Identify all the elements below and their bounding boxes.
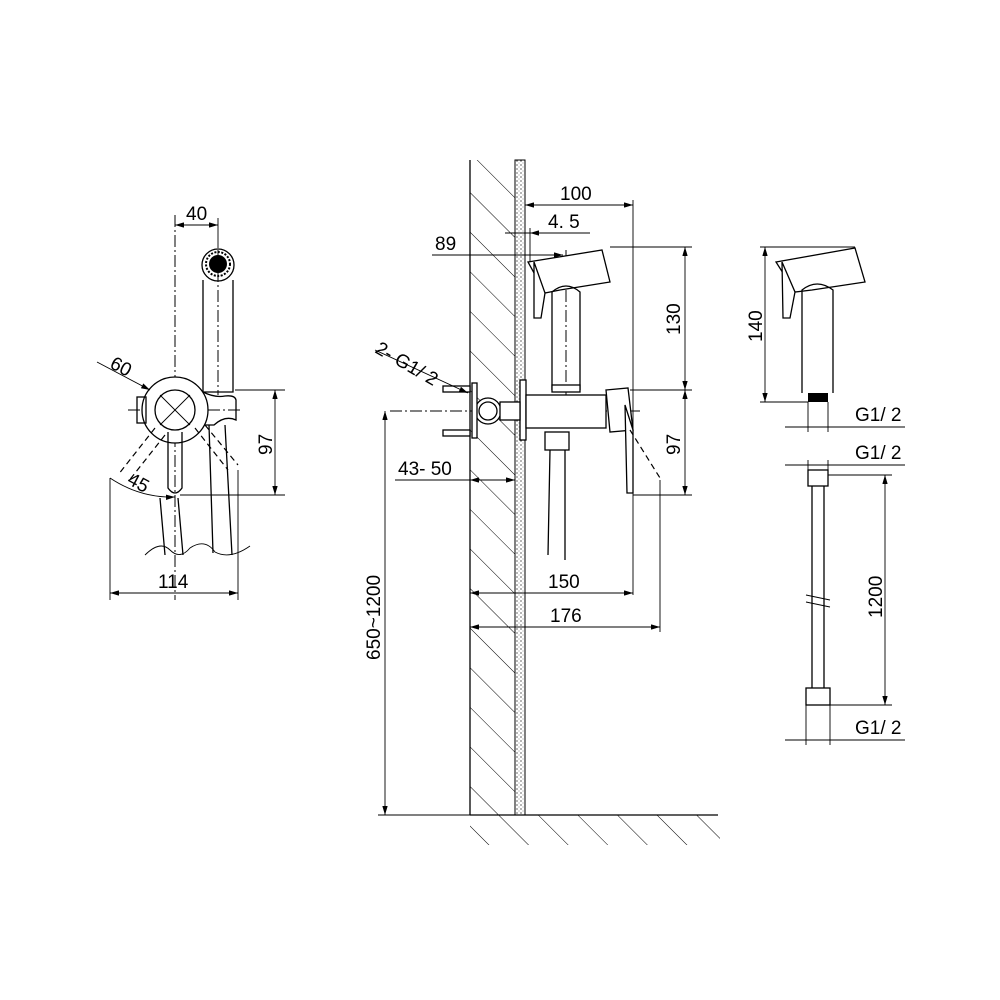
dim-140: 140	[746, 310, 767, 342]
dim-650-1200: 650~1200	[364, 575, 385, 660]
spray-head-icon	[201, 248, 235, 282]
dim-176: 176	[550, 606, 582, 627]
dim-130: 130	[664, 303, 685, 335]
dim-89: 89	[435, 234, 456, 255]
hose-view: G1/ 2 1200 G1/ 2	[785, 443, 905, 745]
dim-45: 45	[124, 469, 153, 497]
dim-1200-hose: 1200	[866, 576, 887, 618]
thread-g1-2-head: G1/ 2	[855, 405, 901, 426]
thread-g1-2-hose-top: G1/ 2	[855, 443, 901, 464]
dim-114: 114	[158, 572, 189, 593]
front-view: 40 60 45 97 114	[96, 204, 285, 600]
shower-head-view: 140 G1/ 2	[746, 246, 905, 432]
dim-97-front: 97	[256, 434, 277, 455]
thread-g1-2-hose-bottom: G1/ 2	[855, 718, 901, 739]
dim-100: 100	[560, 184, 592, 205]
dim-2-g1-2: 2- G1/ 2	[372, 338, 442, 391]
dim-150: 150	[548, 572, 580, 593]
side-view: 100 4. 5 89 130 97 2- G1/ 2 43- 50 150 1…	[364, 159, 720, 845]
dim-4-5: 4. 5	[548, 212, 580, 233]
dim-60: 60	[106, 353, 135, 381]
dim-40: 40	[186, 204, 207, 225]
dim-43-50: 43- 50	[398, 459, 452, 480]
dim-97-side: 97	[664, 434, 685, 455]
